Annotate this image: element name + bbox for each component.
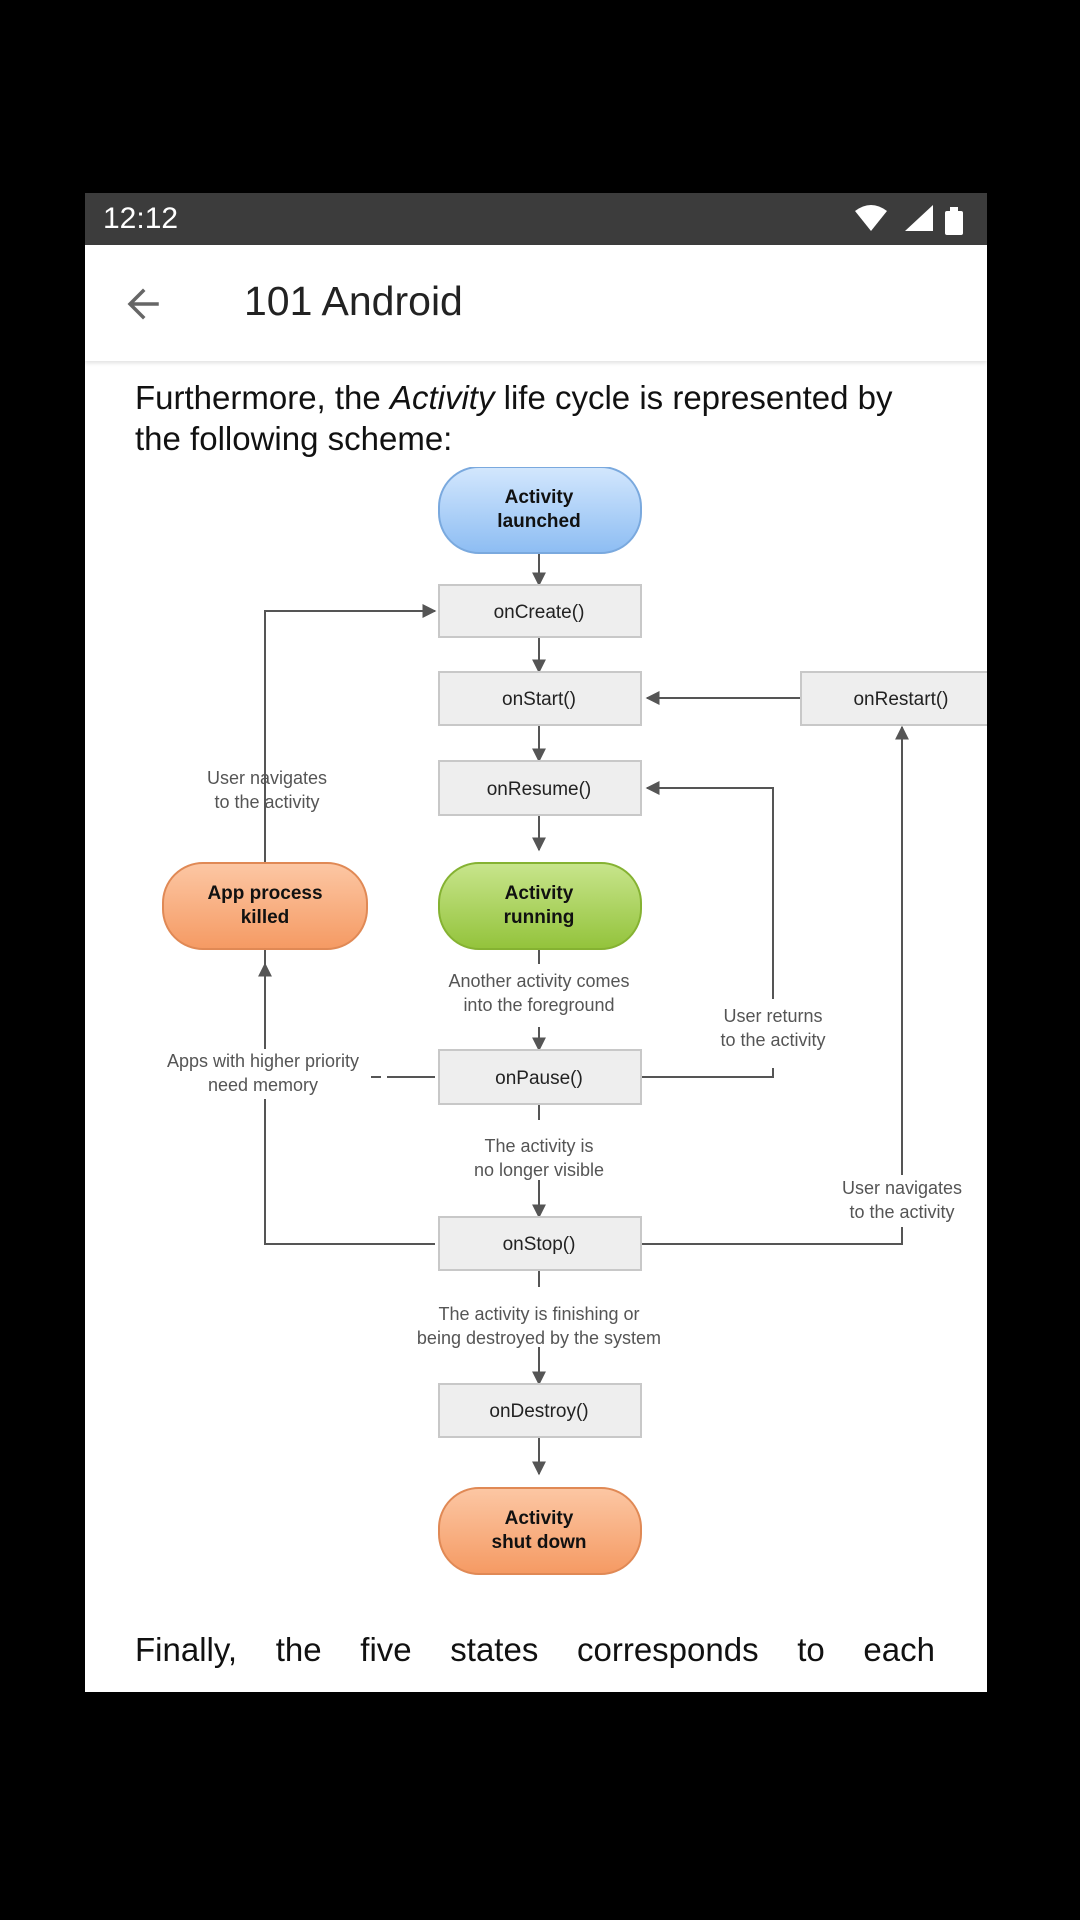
note-line: being destroyed by the system bbox=[417, 1328, 661, 1348]
status-time: 12:12 bbox=[103, 202, 179, 235]
note-line: to the activity bbox=[214, 792, 319, 812]
wifi-icon bbox=[855, 205, 887, 231]
note-another-activity: Another activity comes into the foregrou… bbox=[448, 971, 629, 1015]
status-bar: 12:12 bbox=[85, 193, 987, 245]
note-user-navigates-right: User navigates to the activity bbox=[842, 1178, 962, 1222]
note-line: into the foreground bbox=[463, 995, 614, 1015]
box-on-restart: onRestart() bbox=[800, 671, 987, 726]
box-on-start: onStart() bbox=[438, 671, 642, 726]
intro-text-2: life cycle is represented by the followi… bbox=[135, 379, 893, 457]
note-line: User navigates bbox=[207, 768, 327, 788]
arrow-back-icon bbox=[127, 288, 159, 320]
note-line: need memory bbox=[208, 1075, 318, 1095]
intro-paragraph: Furthermore, the Activity life cycle is … bbox=[135, 377, 935, 459]
pill-label: running bbox=[504, 907, 575, 928]
activity-lifecycle-diagram: Activity launched Activity running App p… bbox=[162, 467, 987, 1575]
cell-signal-icon bbox=[905, 205, 933, 231]
closing-paragraph: Finally, the five states corresponds to … bbox=[135, 1631, 935, 1668]
article-content[interactable]: Furthermore, the Activity life cycle is … bbox=[85, 363, 987, 1692]
box-label: onRestart() bbox=[853, 689, 948, 710]
box-label: onStart() bbox=[502, 689, 576, 710]
status-icons bbox=[855, 205, 963, 235]
pill-app-process-killed: App process killed bbox=[162, 862, 368, 950]
note-line: User returns bbox=[723, 1006, 822, 1026]
box-on-resume: onResume() bbox=[438, 760, 642, 816]
note-line: no longer visible bbox=[474, 1160, 604, 1180]
pill-activity-shut-down: Activity shut down bbox=[438, 1487, 642, 1575]
note-finishing: The activity is finishing or being destr… bbox=[417, 1304, 661, 1348]
note-line: User navigates bbox=[842, 1178, 962, 1198]
pill-label: App process bbox=[207, 883, 322, 904]
box-label: onDestroy() bbox=[489, 1401, 588, 1422]
note-line: The activity is bbox=[484, 1136, 593, 1156]
intro-emphasis: Activity bbox=[389, 379, 495, 416]
box-on-create: onCreate() bbox=[438, 584, 642, 638]
box-label: onResume() bbox=[487, 779, 592, 800]
box-label: onPause() bbox=[495, 1068, 583, 1089]
page-title: 101 Android bbox=[244, 278, 463, 324]
pill-label: Activity bbox=[505, 883, 574, 904]
phone-screen: 12:12 101 Android Furthermore, the Activ… bbox=[85, 193, 987, 1692]
intro-text-1: Furthermore, the bbox=[135, 379, 390, 416]
box-on-pause: onPause() bbox=[438, 1049, 642, 1105]
pill-label: launched bbox=[497, 511, 580, 532]
box-on-stop: onStop() bbox=[438, 1216, 642, 1271]
box-on-destroy: onDestroy() bbox=[438, 1383, 642, 1438]
pill-activity-launched: Activity launched bbox=[438, 467, 642, 554]
pill-label: shut down bbox=[492, 1532, 587, 1553]
back-button[interactable] bbox=[115, 279, 171, 329]
note-line: Another activity comes bbox=[448, 971, 629, 991]
pill-label: killed bbox=[241, 907, 290, 928]
note-user-returns: User returns to the activity bbox=[720, 1006, 825, 1050]
note-line: The activity is finishing or bbox=[438, 1304, 639, 1324]
battery-icon bbox=[945, 207, 963, 235]
note-higher-priority: Apps with higher priority need memory bbox=[167, 1051, 359, 1095]
box-label: onStop() bbox=[503, 1234, 576, 1255]
note-line: Apps with higher priority bbox=[167, 1051, 359, 1071]
pill-label: Activity bbox=[505, 1508, 574, 1529]
note-user-navigates-left: User navigates to the activity bbox=[207, 768, 327, 812]
pill-label: Activity bbox=[505, 487, 574, 508]
app-bar: 101 Android bbox=[85, 245, 987, 361]
note-no-longer-visible: The activity is no longer visible bbox=[474, 1136, 604, 1180]
pill-activity-running: Activity running bbox=[438, 862, 642, 950]
note-line: to the activity bbox=[720, 1030, 825, 1050]
note-line: to the activity bbox=[849, 1202, 954, 1222]
diagram-connectors bbox=[258, 553, 909, 1476]
box-label: onCreate() bbox=[494, 602, 585, 623]
